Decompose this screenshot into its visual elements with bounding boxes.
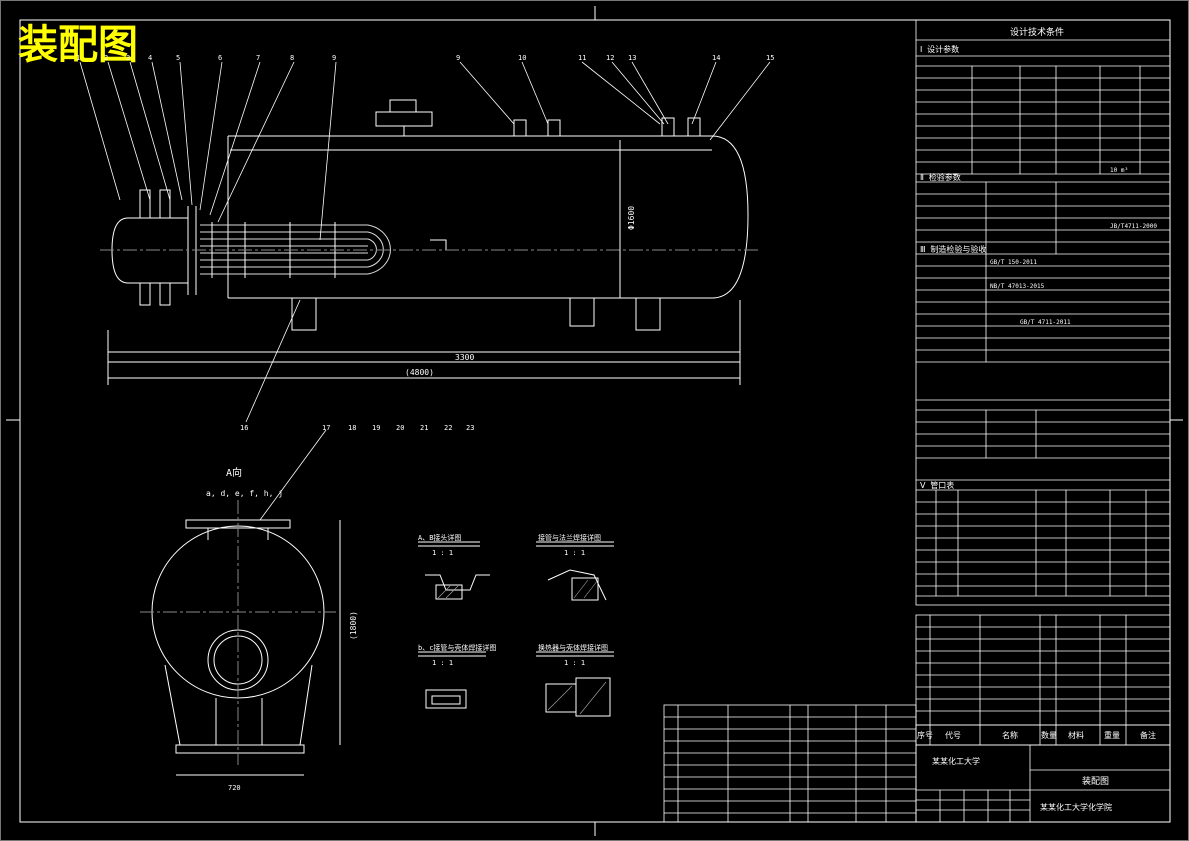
svg-text:18: 18 [348,424,356,432]
svg-text:16: 16 [240,424,248,432]
dim-base: 720 [228,784,241,792]
tech-std-4: NB/T 47013-2015 [990,283,1045,290]
dim-overall: (4800) [405,368,434,377]
svg-text:20: 20 [396,424,404,432]
dim-shell-dia: Φ1600 [627,206,636,230]
detail-1-scale: 1 : 1 [432,549,453,557]
svg-text:9: 9 [332,54,336,62]
title-block [915,744,1171,823]
parts-header-material: 材料 [1068,730,1084,740]
svg-text:19: 19 [372,424,380,432]
tech-section-5: Ⅴ 管口表 [920,480,954,490]
svg-text:17: 17 [322,424,330,432]
detail-1-title: A、B接头详图 [418,533,461,542]
svg-text:23: 23 [466,424,474,432]
detail-3-title: b、c接管与壳体焊接详图 [418,643,496,652]
dim-length: 3300 [455,353,474,362]
parts-list [663,614,1171,823]
svg-text:2: 2 [104,54,108,62]
tech-std-1: GB/T 150-2011 [990,259,1037,266]
detail-2-scale: 1 : 1 [564,549,585,557]
svg-text:9: 9 [456,54,460,62]
svg-text:11: 11 [578,54,586,62]
parts-header-code: 代号 [945,730,961,740]
svg-text:3: 3 [126,54,130,62]
a-view [140,500,341,776]
tech-table-heading: 设计技术条件 [1010,26,1064,38]
svg-text:15: 15 [766,54,774,62]
drawing-title: 装配图 [18,22,138,68]
title-block-drawing: 装配图 [1082,775,1109,787]
dim-height: (1800) [349,611,358,640]
parts-header-qty: 数量 [1041,730,1057,740]
parts-header-weight: 重量 [1104,730,1120,740]
part-leaders [79,61,771,521]
svg-text:6: 6 [218,54,222,62]
parts-header-name: 名称 [1002,730,1018,740]
parts-header-note: 备注 [1140,730,1156,740]
tech-size: 10 m³ [1110,167,1128,174]
detail-2-title: 接管与法兰焊接详图 [538,533,601,542]
svg-text:12: 12 [606,54,614,62]
svg-text:7: 7 [256,54,260,62]
title-block-dept: 某某化工大学化学院 [1040,802,1112,812]
tech-section-3: Ⅲ 制造检验与验收 [920,244,986,254]
parts-header-seq: 序号 [917,730,933,740]
svg-text:21: 21 [420,424,428,432]
front-view [100,99,760,385]
svg-text:1: 1 [76,54,80,62]
svg-text:8: 8 [290,54,294,62]
tech-section-2: Ⅱ 检验参数 [920,172,961,182]
svg-text:4: 4 [148,54,152,62]
detail-4-title: 换热器与壳体焊接详图 [538,643,608,652]
svg-text:10: 10 [518,54,526,62]
tech-table [915,19,1171,606]
a-view-labels: a, d, e, f, h, j [206,489,283,498]
a-view-title: A向 [226,466,242,479]
title-block-unit: 某某化工大学 [932,756,980,766]
svg-text:22: 22 [444,424,452,432]
svg-text:13: 13 [628,54,636,62]
svg-text:5: 5 [176,54,180,62]
detail-weld-hatch [437,579,607,715]
tech-section-1: Ⅰ 设计参数 [920,44,959,54]
detail-views [418,541,614,717]
tech-std-3: GB/T 4711-2011 [1020,319,1071,326]
detail-4-scale: 1 : 1 [564,659,585,667]
svg-text:14: 14 [712,54,720,62]
tech-std-2: JB/T4711-2000 [1110,223,1157,230]
detail-3-scale: 1 : 1 [432,659,453,667]
